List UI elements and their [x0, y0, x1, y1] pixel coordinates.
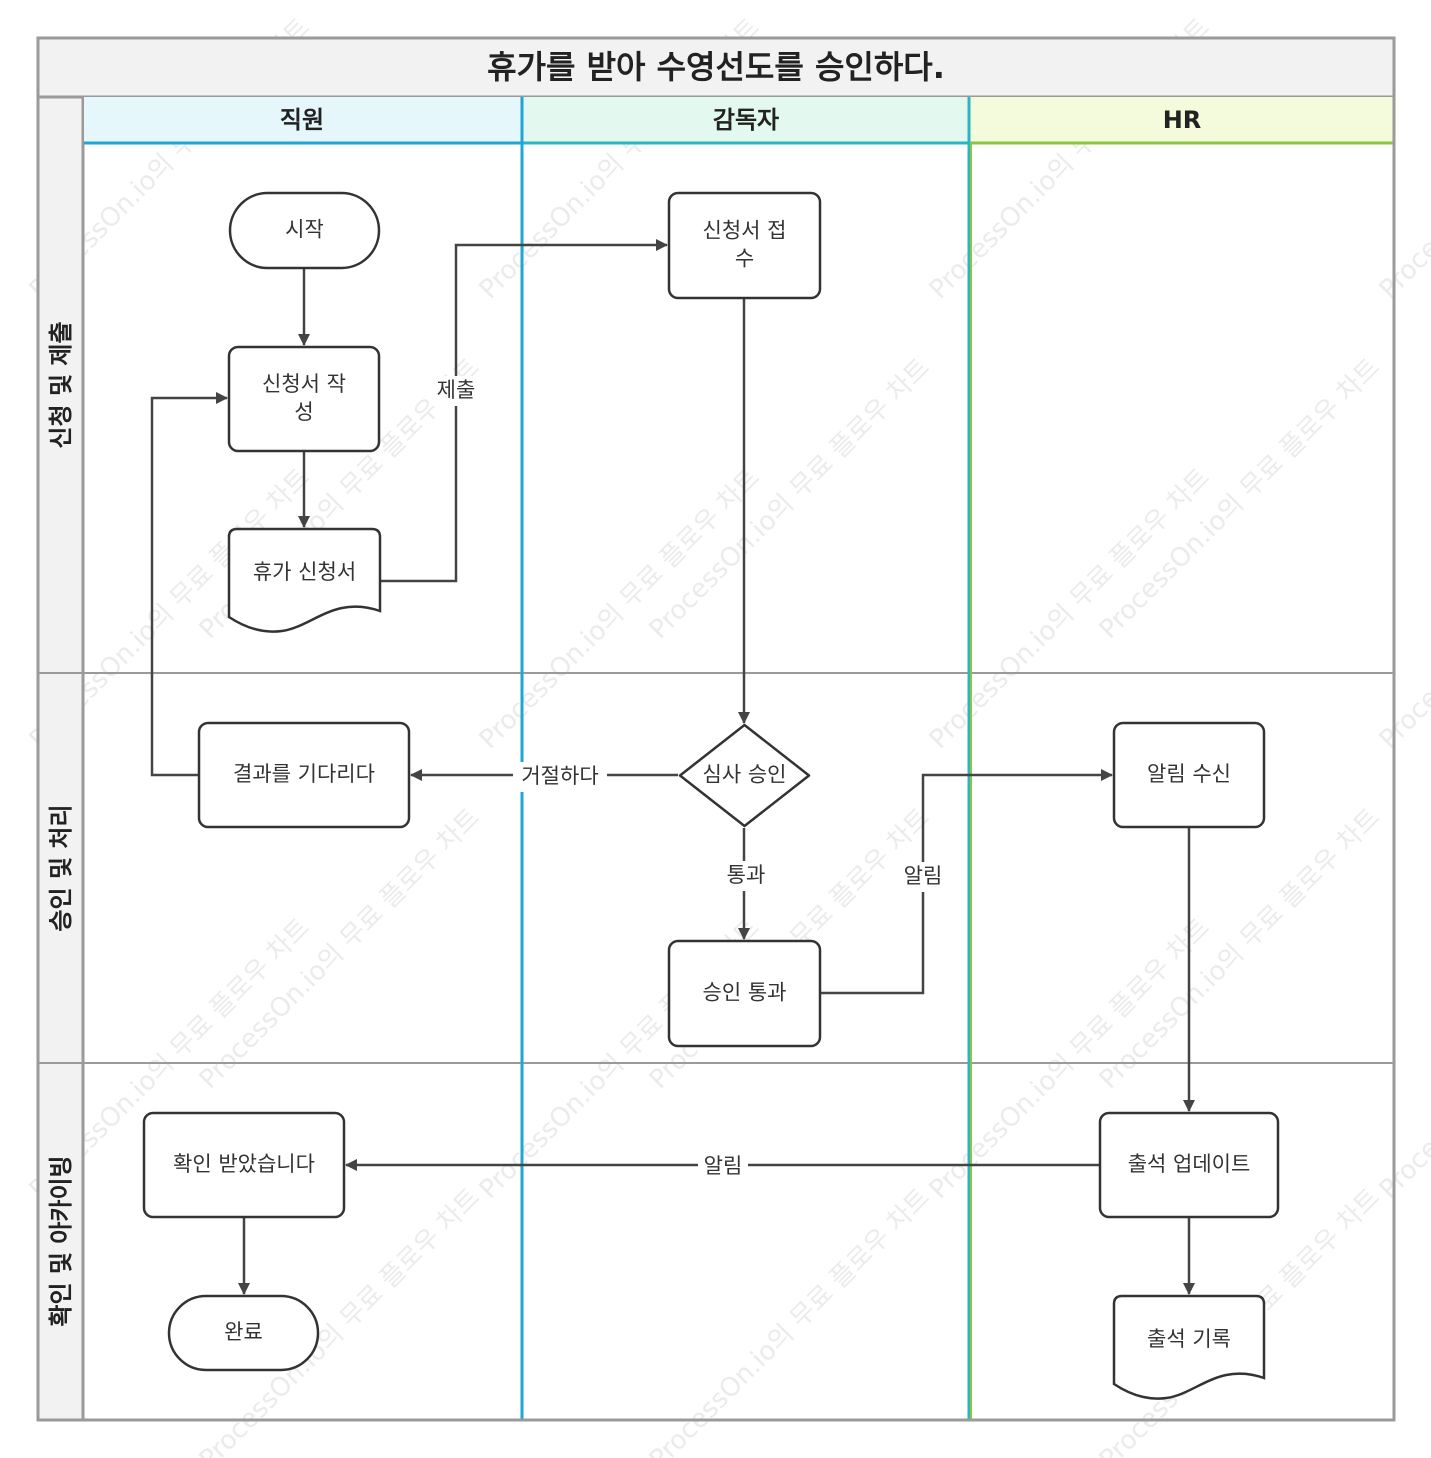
node-label: 수 — [735, 247, 754, 271]
terminal-shape — [167, 1294, 320, 1372]
node-review[interactable]: 심사 승인 — [678, 723, 811, 828]
node-label: 확인 받았습니다 — [173, 1152, 315, 1176]
watermark-text: ProcessOn.io의 무료 플로우 차트 — [644, 1183, 936, 1458]
edge-label-e8: 알림 — [898, 862, 948, 892]
node-leave-doc[interactable]: 휴가 신청서 — [227, 527, 382, 633]
node-approved[interactable]: 승인 통과 — [667, 939, 822, 1048]
node-attendance-record[interactable]: 출석 기록 — [1112, 1294, 1266, 1400]
edge-leave_doc-to-receive_form — [380, 239, 668, 583]
process-shape — [142, 1111, 346, 1219]
process-shape — [1112, 721, 1266, 829]
edge-label-e3: 제출 — [431, 376, 481, 406]
watermark-text: ProcessOn.io의 무료 플로우 차트 — [474, 463, 766, 755]
title-bar — [36, 36, 1396, 99]
process-shape — [667, 939, 822, 1048]
node-label: 알림 수신 — [1147, 762, 1231, 786]
diagram-title: 휴가를 받아 수영선도를 승인하다. — [487, 48, 945, 86]
node-label: 완료 — [224, 1320, 263, 1344]
watermark-text: ProcessOn.io의 무료 플로우 차트 — [1374, 913, 1431, 1205]
watermark-text: ProcessOn.io의 무료 플로우 차트 — [1374, 463, 1431, 755]
column-header-supervisor — [522, 97, 970, 143]
edge-label-background — [898, 862, 948, 892]
terminal-shape — [228, 191, 381, 270]
column-label-employee: 직원 — [280, 106, 324, 134]
edge-wait_result-to-write_form — [150, 392, 228, 777]
watermark-text: ProcessOn.io의 무료 플로우 차트 — [1094, 353, 1386, 645]
document-shape — [227, 527, 382, 633]
document-shape — [1112, 1294, 1266, 1400]
watermark-text: ProcessOn.io의 무료 플로우 차트 — [194, 803, 486, 1095]
node-notify-receive[interactable]: 알림 수신 — [1112, 721, 1266, 829]
column-label-supervisor: 감독자 — [713, 106, 779, 134]
node-label: 시작 — [285, 218, 324, 242]
edge-label-background — [721, 861, 771, 891]
node-label: 출석 업데이트 — [1128, 1152, 1251, 1176]
node-label: 승인 통과 — [703, 981, 787, 1005]
node-label: 휴가 신청서 — [253, 560, 356, 584]
edge-label-text: 제출 — [437, 378, 476, 402]
node-attendance-update[interactable]: 출석 업데이트 — [1098, 1111, 1280, 1219]
diagram-frame — [36, 36, 1396, 1422]
decision-shape — [678, 723, 811, 828]
column-label-hr: HR — [1163, 106, 1202, 134]
row-label-approve: 승인 및 처리 — [47, 804, 75, 931]
column-header-hr — [970, 97, 1394, 143]
node-receive-form[interactable]: 신청서 접수 — [667, 191, 822, 300]
process-shape — [227, 345, 381, 453]
node-label: 성 — [294, 400, 313, 424]
node-done[interactable]: 완료 — [167, 1294, 320, 1372]
node-label: 신청서 작 — [262, 372, 346, 396]
edge-label-background — [513, 762, 607, 792]
node-wait-result[interactable]: 결과를 기다리다 — [197, 721, 411, 829]
node-label: 신청서 접 — [703, 219, 787, 243]
column-header-employee — [83, 97, 522, 143]
edge-label-background — [431, 376, 481, 406]
process-shape — [667, 191, 822, 300]
edge-label-background — [698, 1152, 748, 1182]
edge-label-text: 알림 — [704, 1154, 743, 1178]
node-label: 출석 기록 — [1147, 1327, 1231, 1351]
edge-label-e10: 알림 — [698, 1152, 748, 1182]
node-confirmed[interactable]: 확인 받았습니다 — [142, 1111, 346, 1219]
row-label-confirm: 확인 및 아카이빙 — [47, 1155, 75, 1326]
process-shape — [1098, 1111, 1280, 1219]
edge-label-e5: 거절하다 — [513, 762, 607, 792]
watermark-text: ProcessOn.io의 무료 플로우 차트 — [644, 353, 936, 645]
edge-label-text: 거절하다 — [521, 764, 598, 788]
edge-label-text: 알림 — [904, 864, 943, 888]
process-shape — [197, 721, 411, 829]
node-label: 결과를 기다리다 — [233, 762, 375, 786]
node-write-form[interactable]: 신청서 작성 — [227, 345, 381, 453]
row-header-strip — [36, 95, 85, 1422]
row-label-apply: 신청 및 제출 — [47, 321, 75, 448]
edge-label-e7: 통과 — [721, 861, 771, 891]
node-start[interactable]: 시작 — [228, 191, 381, 270]
edge-label-text: 통과 — [727, 863, 766, 887]
node-label: 심사 승인 — [703, 763, 787, 787]
watermark-text: ProcessOn.io의 무료 플로우 차트 — [1094, 803, 1386, 1095]
